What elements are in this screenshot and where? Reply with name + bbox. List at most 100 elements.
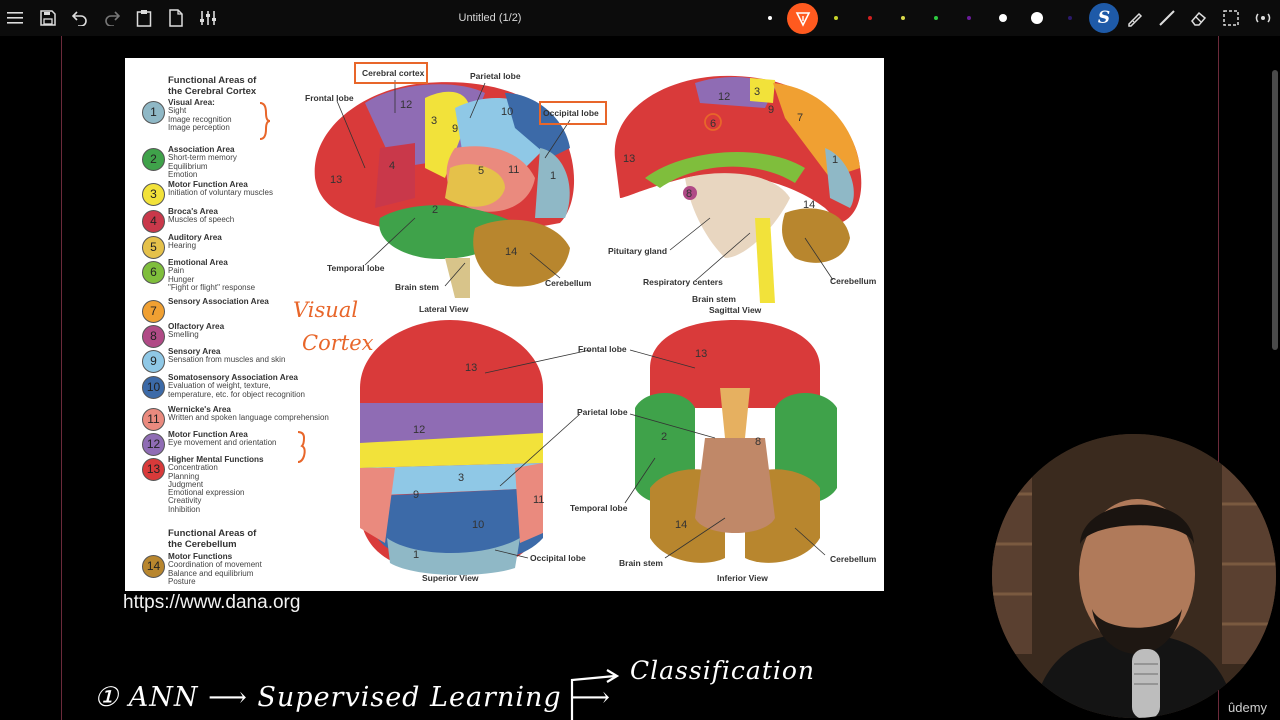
- svg-text:10: 10: [472, 519, 484, 531]
- legend-area-name: Motor Functions: [168, 552, 233, 561]
- menu-icon[interactable]: [4, 6, 28, 30]
- size-medium-swatch[interactable]: [999, 14, 1007, 22]
- branch-arrow-drawing: [570, 669, 620, 720]
- color-green-swatch[interactable]: [934, 16, 938, 20]
- legend-area-detail: Concentration: [168, 463, 218, 473]
- legend-area-detail: Short-term memory: [168, 153, 237, 163]
- handwriting-step1: ① ANN ⟶ Supervised Learning ⟶: [94, 682, 611, 713]
- label-inferior-view: Inferior View: [717, 573, 768, 583]
- legend-area-detail: Image perception: [168, 122, 230, 132]
- color-yellow-swatch[interactable]: [901, 16, 905, 20]
- label-respiratory-centers: Respiratory centers: [643, 277, 723, 287]
- label-temporal-lobe-inferior: Temporal lobe: [570, 503, 628, 513]
- broadcast-icon[interactable]: [1251, 6, 1275, 30]
- select-icon[interactable]: [1219, 6, 1243, 30]
- redo-icon[interactable]: [100, 6, 124, 30]
- left-margin-line: [61, 36, 62, 720]
- legend-area-name: Sensory Association Area: [168, 297, 269, 306]
- legend-area-detail: Muscles of speech: [168, 215, 235, 225]
- label-temporal-lobe-lateral: Temporal lobe: [327, 263, 385, 273]
- label-cerebellum-sagittal: Cerebellum: [830, 276, 877, 286]
- label-brain-stem-sagittal: Brain stem: [692, 294, 736, 304]
- color-navy-swatch[interactable]: [1068, 16, 1072, 20]
- shape-assist-button[interactable]: S: [1089, 3, 1119, 33]
- label-brain-stem-inferior: Brain stem: [619, 558, 663, 568]
- clipboard-icon[interactable]: [132, 6, 156, 30]
- label-parietal-lobe-top: Parietal lobe: [577, 407, 628, 417]
- label-occipital-lobe-top: Occipital lobe: [530, 553, 586, 563]
- presenter-webcam: [992, 434, 1276, 718]
- toolbar: Untitled (1/2) S: [0, 0, 1280, 36]
- pen-tool-button[interactable]: [787, 3, 818, 34]
- label-frontal-lobe-top: Frontal lobe: [578, 344, 627, 354]
- legend-title-cortex: Functional Areas of the Cerebral Cortex: [168, 75, 257, 97]
- svg-text:1: 1: [550, 170, 556, 182]
- color-red-swatch[interactable]: [868, 16, 872, 20]
- legend-number-badge: 7: [142, 300, 165, 323]
- handwriting-classification: Classification: [630, 656, 816, 685]
- label-cerebral-cortex: Cerebral cortex: [362, 68, 425, 78]
- legend-area-detail: Inhibition: [168, 504, 201, 514]
- legend-area-name: Broca's Area: [168, 207, 218, 216]
- legend-area-detail: Initiation of voluntary muscles: [168, 188, 273, 198]
- svg-text:9: 9: [413, 489, 419, 501]
- legend-area-detail: Coordination of movement: [168, 560, 262, 570]
- page-icon[interactable]: [164, 6, 188, 30]
- save-icon[interactable]: [36, 6, 60, 30]
- legend-area-detail: Image recognition: [168, 114, 232, 124]
- svg-text:1: 1: [832, 154, 838, 166]
- color-white-swatch[interactable]: [768, 16, 772, 20]
- label-superior-view: Superior View: [422, 573, 479, 583]
- legend-number-badge: 14: [142, 555, 165, 578]
- sliders-icon[interactable]: [196, 6, 220, 30]
- legend-number-badge: 4: [142, 210, 165, 233]
- eraser-icon[interactable]: [1187, 6, 1211, 30]
- color-purple-swatch[interactable]: [967, 16, 971, 20]
- legend-area-detail: Planning: [168, 471, 200, 481]
- legend-area-detail: Equilibrium: [168, 161, 208, 171]
- marker-icon[interactable]: [1123, 6, 1147, 30]
- whiteboard-canvas[interactable]: Functional Areas of the Cerebral Cortex …: [0, 36, 1280, 720]
- legend-number-badge: 1: [142, 101, 165, 124]
- udemy-watermark: ûdemy: [1228, 700, 1268, 715]
- legend-area-detail: "Fight or flight" response: [168, 282, 256, 292]
- color-lime-swatch[interactable]: [834, 16, 838, 20]
- svg-text:2: 2: [661, 431, 667, 443]
- legend-area-detail: Hearing: [168, 241, 197, 251]
- legend-number-badge: 12: [142, 433, 165, 456]
- legend-area-detail: Hunger: [168, 274, 195, 284]
- legend-area-name: Wernicke's Area: [168, 405, 231, 414]
- svg-text:11: 11: [533, 494, 544, 506]
- svg-text:13: 13: [465, 362, 477, 374]
- legend-number-badge: 11: [142, 408, 165, 431]
- legend-area-name: Visual Area:: [168, 98, 215, 107]
- undo-icon[interactable]: [68, 6, 92, 30]
- legend-area-name: Sensory Area: [168, 347, 221, 356]
- legend-area-detail: Creativity: [168, 496, 202, 506]
- source-url-text: https://www.dana.org: [123, 592, 301, 613]
- svg-text:14: 14: [803, 199, 815, 211]
- label-cerebellum-inferior: Cerebellum: [830, 554, 877, 564]
- document-title: Untitled (1/2): [458, 12, 522, 24]
- line-icon[interactable]: [1155, 6, 1179, 30]
- vertical-scrollbar[interactable]: [1272, 70, 1278, 350]
- size-large-swatch[interactable]: [1031, 12, 1043, 24]
- legend-number-badge: 10: [142, 376, 165, 399]
